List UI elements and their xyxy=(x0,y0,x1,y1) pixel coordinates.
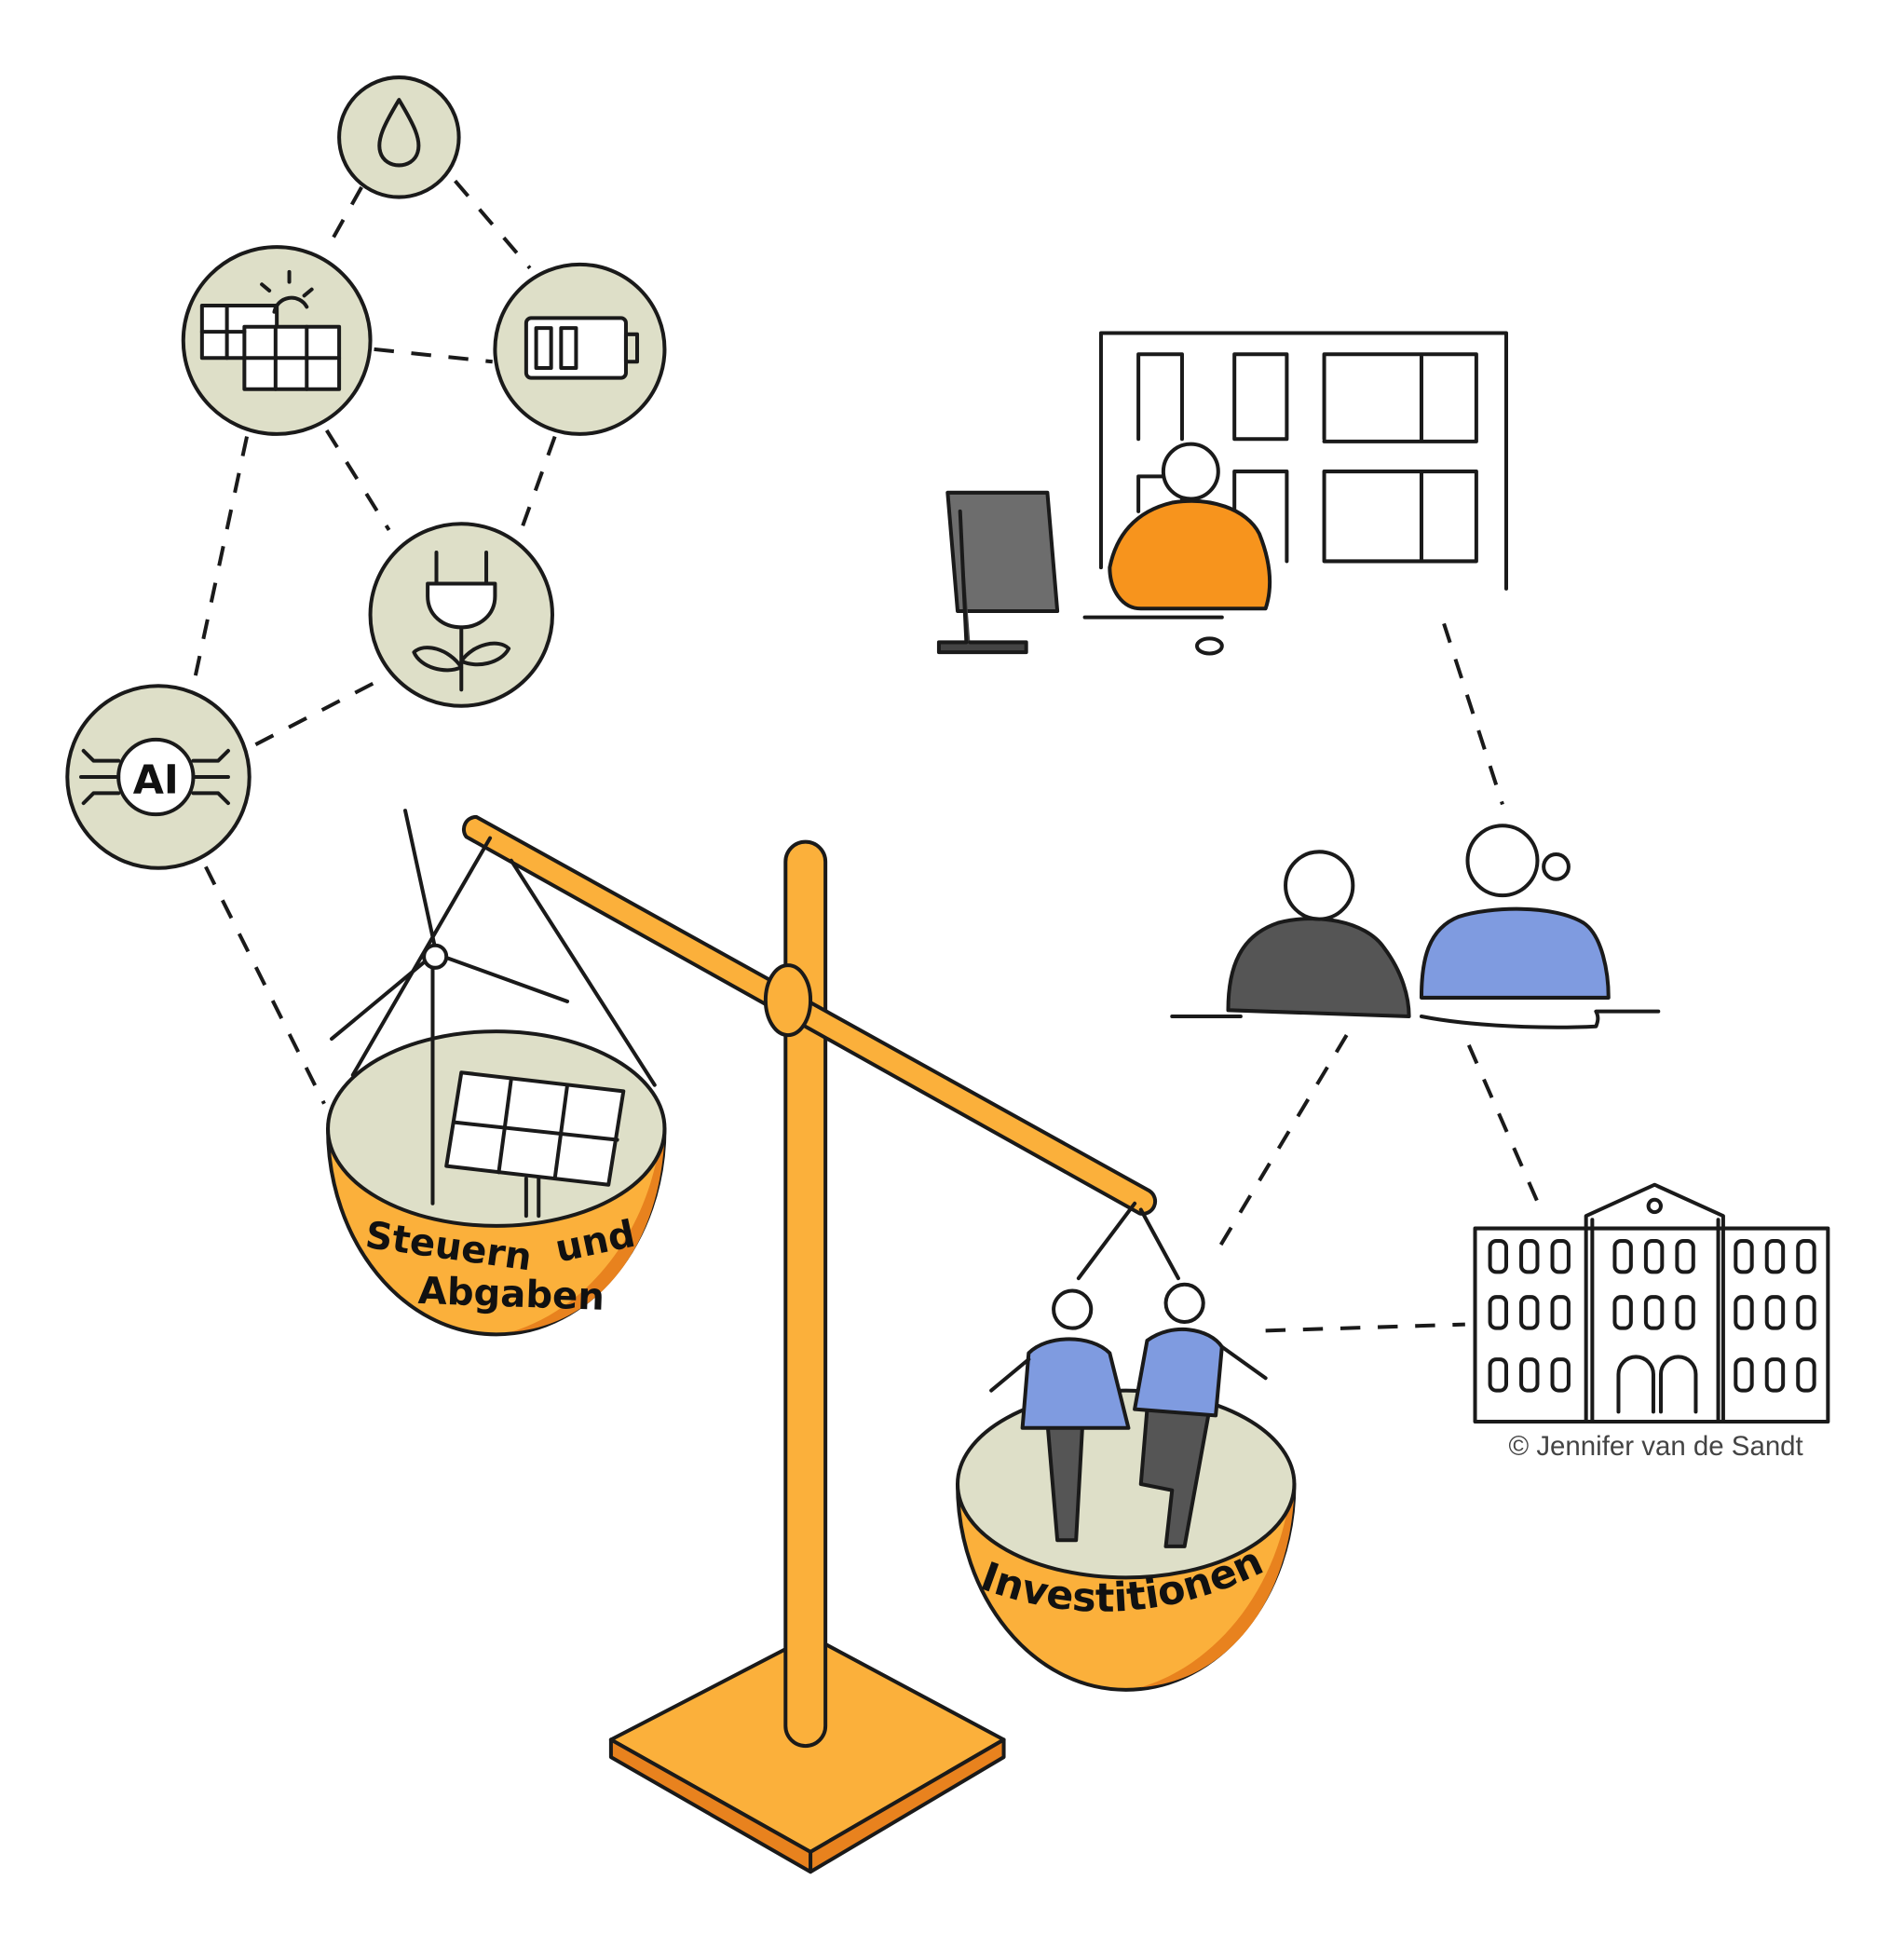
ai-label: AI xyxy=(133,756,179,803)
building-window xyxy=(1612,1238,1633,1274)
office-worker-scene xyxy=(936,331,1509,656)
building-window xyxy=(1734,1238,1754,1274)
building-window xyxy=(1734,1357,1754,1393)
balance-scale xyxy=(350,814,1180,1874)
building-window xyxy=(1675,1295,1695,1330)
building-window xyxy=(1488,1357,1509,1393)
right-pan: Investitionen xyxy=(956,1282,1297,1692)
building-window xyxy=(1519,1357,1540,1393)
left-pan: Steuern und Abgaben xyxy=(326,809,667,1337)
copyright-credit: © Jennifer van de Sandt xyxy=(1508,1431,1802,1462)
building-window xyxy=(1643,1238,1665,1274)
building-window xyxy=(1796,1238,1816,1274)
building-window xyxy=(1764,1357,1786,1393)
water-drop-icon xyxy=(337,75,461,199)
building-window xyxy=(1764,1295,1786,1330)
solar-panel-icon xyxy=(181,245,373,436)
building-window xyxy=(1796,1295,1816,1330)
building-window xyxy=(1488,1238,1509,1274)
network-lines-right xyxy=(1214,622,1545,1333)
building-window xyxy=(1550,1357,1571,1393)
building-window xyxy=(1796,1357,1816,1393)
building-window xyxy=(1550,1295,1571,1330)
battery-icon xyxy=(493,262,667,436)
building-window xyxy=(1764,1238,1786,1274)
plug-plant-icon xyxy=(368,522,554,708)
building-window xyxy=(1488,1295,1509,1330)
building-window xyxy=(1550,1238,1571,1274)
building-window xyxy=(1675,1238,1695,1274)
network-lines-left xyxy=(191,179,557,1105)
building-window xyxy=(1519,1238,1540,1274)
building-window xyxy=(1734,1295,1754,1330)
meeting-scene xyxy=(1170,824,1661,1029)
building-icon xyxy=(1473,1182,1830,1424)
building-window xyxy=(1612,1295,1633,1330)
building-window xyxy=(1643,1295,1665,1330)
building-window xyxy=(1519,1295,1540,1330)
ai-chip-icon: AI xyxy=(65,684,252,870)
pan-label-abgaben: Abgaben xyxy=(417,1270,605,1319)
